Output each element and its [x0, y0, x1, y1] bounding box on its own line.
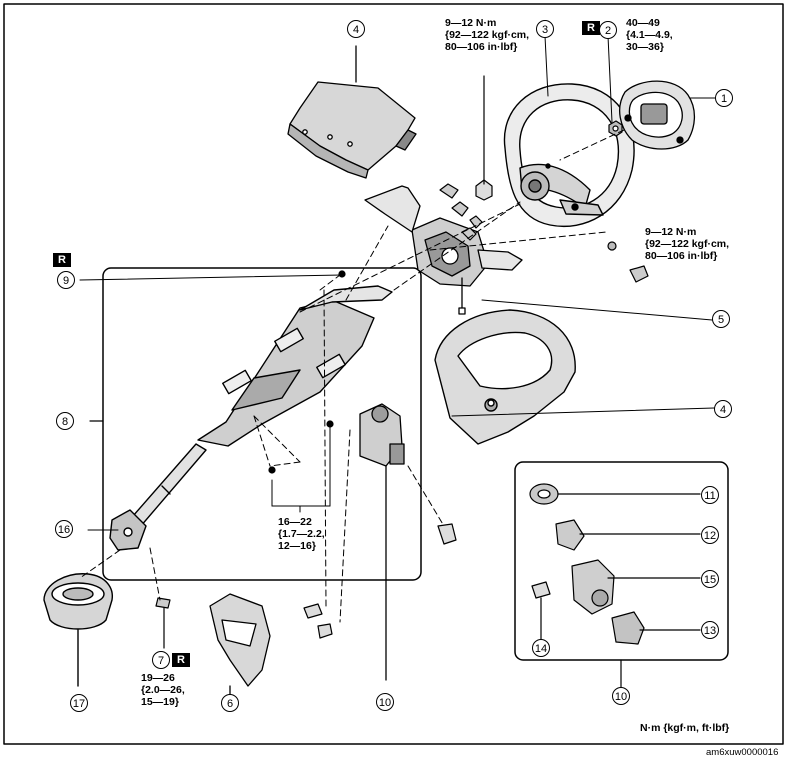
- callout-7: 7: [152, 651, 170, 669]
- steering-column-assembly: [125, 285, 393, 535]
- units-note: N·m {kgf·m, ft·lbf}: [640, 722, 730, 734]
- callout-11: 11: [701, 486, 719, 504]
- column-bracket: [209, 593, 271, 695]
- torque-spec-airbag-bolt: 40—49 {4.1—4.9, 30—36}: [626, 17, 673, 53]
- callout-4-upper: 4: [347, 20, 365, 38]
- leader-lines: [79, 35, 717, 531]
- callout-17: 17: [70, 694, 88, 712]
- switch-screws: [439, 179, 493, 241]
- torque-spec-column-bolts: 16—22 {1.7—2.2, 12—16}: [278, 516, 325, 552]
- callout-15: 15: [701, 570, 719, 588]
- diagram-frame: [3, 3, 784, 745]
- column-group-box: [102, 267, 422, 581]
- immobilizer-unit: [611, 611, 701, 645]
- callout-4-lower: 4: [714, 400, 732, 418]
- key-reminder-switch: [555, 519, 701, 551]
- callout-8: 8: [56, 412, 74, 430]
- joint-bolt: [155, 597, 171, 649]
- callout-6: 6: [221, 694, 239, 712]
- lower-column-cover: [434, 309, 576, 445]
- upper-column-cover: [287, 45, 417, 179]
- callout-3: 3: [536, 20, 554, 38]
- torque-spec-joint-bolt: 19—26 {2.0—26, 15—19}: [141, 672, 185, 708]
- steering-lock: [571, 559, 701, 615]
- callout-5: 5: [712, 310, 730, 328]
- torque-spec-right-bolt: 9—12 N·m {92—122 kgf·cm, 80—106 in·lbf}: [645, 226, 730, 262]
- callout-1: 1: [715, 89, 733, 107]
- assembly-lines: [79, 129, 625, 623]
- image-code: am6xuw0000016: [706, 747, 779, 758]
- torque-spec-nut-top: 9—12 N·m {92—122 kgf·cm, 80—106 in·lbf}: [445, 17, 530, 53]
- callout-10-group: 10: [612, 687, 630, 705]
- lock-cylinder: [529, 483, 701, 505]
- harness-connectors: [303, 523, 457, 639]
- replace-badge-bolt-7: R: [172, 653, 190, 667]
- callout-13: 13: [701, 621, 719, 639]
- callout-12: 12: [701, 526, 719, 544]
- column-hole-cover: [43, 573, 113, 687]
- ignition-switch-lock: [359, 403, 405, 681]
- replace-badge-nut: R: [582, 21, 600, 35]
- callout-9: 9: [57, 271, 75, 289]
- airbag-module: [619, 80, 696, 150]
- callout-16: 16: [55, 520, 73, 538]
- wheel-nut: [608, 120, 623, 137]
- small-connector: [531, 581, 551, 641]
- replace-badge-bolt-9: R: [53, 253, 71, 267]
- callout-14: 14: [532, 639, 550, 657]
- callout-2: 2: [599, 21, 617, 39]
- universal-joint: [109, 509, 147, 551]
- callout-10-column: 10: [376, 693, 394, 711]
